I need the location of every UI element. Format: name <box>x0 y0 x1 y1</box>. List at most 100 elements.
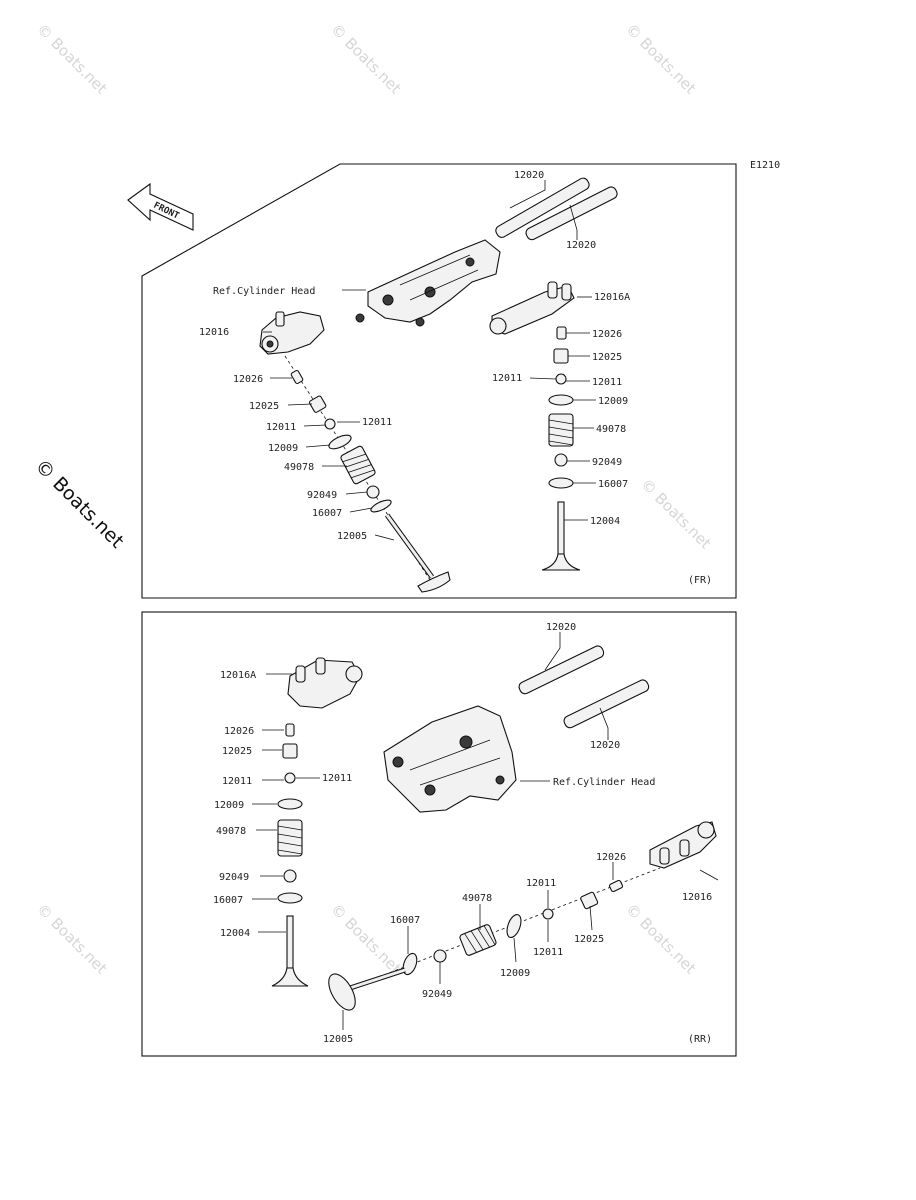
rear-adjust-screw-right <box>608 879 624 893</box>
front-lifter-left <box>308 395 327 413</box>
rear-rocker-shaft-a <box>518 645 605 695</box>
front-label-ref-head: Ref.Cylinder Head <box>213 286 315 297</box>
rear-seat-right <box>402 952 418 976</box>
rear-label-12026-right: 12026 <box>596 852 626 863</box>
front-label-92049-right: 92049 <box>592 457 622 468</box>
front-rocker-arm-left <box>259 311 325 355</box>
front-adjust-screw-left <box>290 369 304 385</box>
watermark-7: © Boats.net <box>622 900 700 978</box>
rear-valve-left <box>271 915 309 987</box>
rear-seal-right <box>433 949 447 963</box>
rear-seat-left <box>277 892 303 904</box>
rear-valve-train-left <box>271 723 309 987</box>
front-adjust-screw-right <box>556 326 567 340</box>
rear-label-12011-left-b: 12011 <box>322 773 352 784</box>
front-label-12025-right: 12025 <box>592 352 622 363</box>
front-cotter-right <box>555 373 567 385</box>
rear-label-49078-left: 49078 <box>216 826 246 837</box>
front-label-12020-a: 12020 <box>514 170 544 181</box>
front-panel-tag: (FR) <box>688 575 712 586</box>
watermark-3: © Boats.net <box>622 20 700 98</box>
panel-rear: 12020 12020 Ref.Cylinder Head 12016A 120… <box>141 611 737 1057</box>
rear-retainer-left <box>277 798 303 810</box>
rear-labels: 12020 12020 Ref.Cylinder Head 12016A 120… <box>213 622 712 1045</box>
front-label-12025-left: 12025 <box>249 401 279 412</box>
front-retainer-left <box>328 434 352 450</box>
rear-label-16007-right: 16007 <box>390 915 420 926</box>
front-label-49078-right: 49078 <box>596 424 626 435</box>
rear-rocker-arm-right <box>649 821 717 869</box>
rear-valve-right <box>328 967 406 1011</box>
watermark-1: © Boats.net <box>33 20 111 98</box>
rear-rocker-shaft-b <box>563 679 650 729</box>
rear-panel-tag: (RR) <box>688 1034 712 1045</box>
rear-label-12004: 12004 <box>220 928 250 939</box>
front-lifter-right <box>553 348 569 364</box>
front-cylinder-head <box>355 239 501 327</box>
rear-label-12025-left: 12025 <box>222 746 252 757</box>
rear-retainer-right <box>506 913 522 939</box>
front-label-12011-right-b: 12011 <box>592 377 622 388</box>
front-label-12009-right: 12009 <box>598 396 628 407</box>
rear-label-12011-right-a: 12011 <box>526 878 556 889</box>
rear-label-12011-left-a: 12011 <box>222 776 252 787</box>
front-seal-right <box>554 453 568 467</box>
rear-label-ref-head: Ref.Cylinder Head <box>553 777 655 788</box>
front-retainer-right <box>548 394 574 406</box>
panel-front-frame <box>141 163 737 599</box>
front-spring-right <box>548 413 574 447</box>
front-label-12026-left: 12026 <box>233 374 263 385</box>
front-label-12016: 12016 <box>199 327 229 338</box>
front-label-16007-left: 16007 <box>312 508 342 519</box>
front-seal-left <box>366 485 380 499</box>
rear-label-12011-right-b: 12011 <box>533 947 563 958</box>
watermark-4: © Boats.net <box>637 475 715 553</box>
rear-cotter-right <box>542 908 554 920</box>
front-label-16007-right: 16007 <box>598 479 628 490</box>
rear-label-12005: 12005 <box>323 1034 353 1045</box>
front-spring-left <box>340 445 376 485</box>
rear-lifter-left <box>282 743 298 759</box>
rear-spring-left <box>277 819 303 857</box>
panel-rear-frame <box>141 611 737 1057</box>
rear-label-49078-right: 49078 <box>462 893 492 904</box>
rear-seal-left <box>283 869 297 883</box>
front-label-12016a: 12016A <box>594 292 630 303</box>
rear-label-12026-left: 12026 <box>224 726 254 737</box>
front-valve-left <box>384 513 451 593</box>
rear-spring-right <box>459 924 497 956</box>
rear-label-92049-left: 92049 <box>219 872 249 883</box>
rear-cotter-left <box>284 772 296 784</box>
watermark-side: © Boats.net <box>30 455 128 553</box>
front-label-12011-left-b: 12011 <box>362 417 392 428</box>
rear-cylinder-head <box>383 705 517 813</box>
rear-adjust-screw-left <box>285 723 295 737</box>
front-rocker-shaft-b <box>525 186 618 241</box>
rear-leaders <box>252 632 719 1030</box>
front-label-12009-left: 12009 <box>268 443 298 454</box>
front-leaders <box>263 180 596 541</box>
rear-label-12020-b: 12020 <box>590 740 620 751</box>
watermark-2: © Boats.net <box>327 20 405 98</box>
front-rocker-shaft-a <box>495 177 590 238</box>
rear-label-12009-left: 12009 <box>214 800 244 811</box>
front-cotter-left <box>324 418 336 430</box>
watermark-5: © Boats.net <box>33 900 111 978</box>
rear-rocker-arm-left <box>287 657 363 709</box>
front-seat-right <box>548 477 574 489</box>
watermark-6: © Boats.net <box>327 900 405 978</box>
front-valve-right <box>541 501 581 571</box>
rear-label-12025-right: 12025 <box>574 934 604 945</box>
front-label-12004: 12004 <box>590 516 620 527</box>
front-seat-left <box>370 499 392 513</box>
rear-label-12020-a: 12020 <box>546 622 576 633</box>
front-arrow: FRONT <box>127 182 194 231</box>
front-rocker-arm-right <box>489 281 575 335</box>
front-valve-train-right <box>541 326 581 571</box>
front-label-12026-right: 12026 <box>592 329 622 340</box>
front-label-12011-left-a: 12011 <box>266 422 296 433</box>
rear-valve-train-right <box>328 867 661 1011</box>
rear-label-92049-right: 92049 <box>422 989 452 1000</box>
rear-label-16007-left: 16007 <box>213 895 243 906</box>
